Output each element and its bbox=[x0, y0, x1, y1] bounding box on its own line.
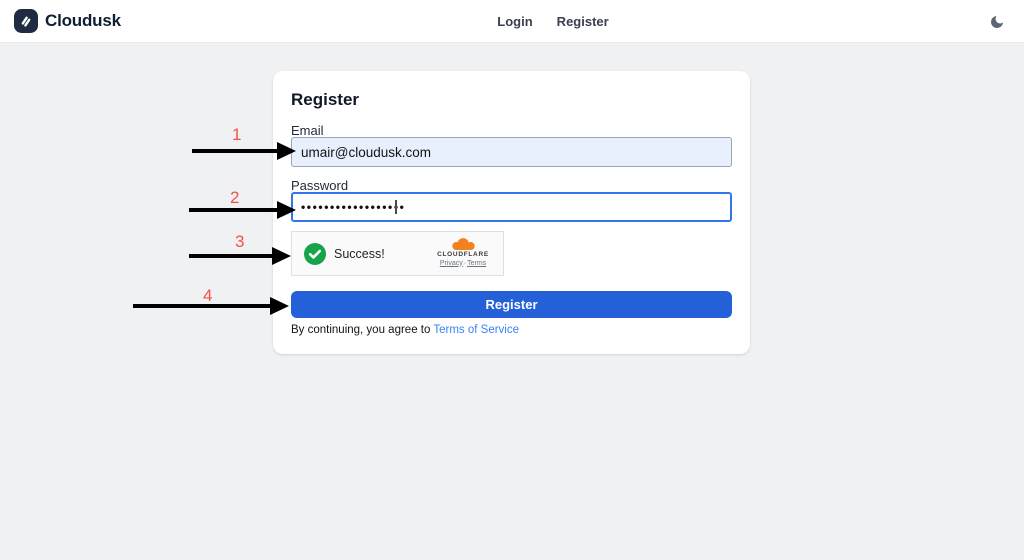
password-label: Password bbox=[291, 178, 349, 193]
terms-line: By continuing, you agree to Terms of Ser… bbox=[291, 324, 519, 336]
cloudflare-branding: CLOUDFLARE Privacy·Terms bbox=[434, 237, 492, 267]
email-input[interactable] bbox=[291, 137, 732, 167]
text-cursor bbox=[395, 200, 397, 214]
nav-link-register[interactable]: Register bbox=[556, 13, 609, 29]
cloudusk-logo-icon bbox=[14, 9, 38, 33]
brand[interactable]: Cloudusk bbox=[14, 0, 121, 42]
brand-name: Cloudusk bbox=[45, 11, 121, 30]
register-button[interactable]: Register bbox=[291, 291, 732, 318]
annotation-number-3: 3 bbox=[235, 232, 245, 251]
annotation-number-4: 4 bbox=[203, 286, 213, 305]
turnstile-widget[interactable]: Success! CLOUDFLARE Privacy·Terms bbox=[291, 231, 504, 276]
legal-separator: · bbox=[463, 259, 467, 267]
nav-links: Login Register bbox=[497, 0, 608, 42]
annotation-number-1: 1 bbox=[232, 125, 242, 144]
cloudflare-wordmark: CLOUDFLARE bbox=[437, 251, 489, 258]
moon-icon bbox=[989, 14, 1005, 30]
password-input[interactable] bbox=[291, 192, 732, 222]
dark-mode-toggle[interactable] bbox=[987, 12, 1007, 32]
register-card: Register Email Password Success! bbox=[273, 71, 750, 354]
annotation-number-2: 2 bbox=[230, 188, 240, 207]
terms-prefix: By continuing, you agree to bbox=[291, 324, 434, 336]
password-field-wrap bbox=[291, 192, 732, 222]
success-check-icon bbox=[304, 242, 326, 265]
turnstile-privacy-link[interactable]: Privacy bbox=[439, 259, 463, 267]
turnstile-terms-link[interactable]: Terms bbox=[467, 259, 487, 267]
card-title: Register bbox=[291, 90, 360, 109]
terms-of-service-link[interactable]: Terms of Service bbox=[433, 324, 519, 336]
turnstile-legal-links: Privacy·Terms bbox=[440, 260, 486, 267]
navbar: Cloudusk Login Register bbox=[0, 0, 1024, 43]
cloudflare-cloud-icon bbox=[450, 237, 477, 250]
email-label: Email bbox=[291, 123, 324, 138]
turnstile-status: Success! bbox=[334, 246, 385, 261]
nav-link-login[interactable]: Login bbox=[497, 13, 533, 29]
